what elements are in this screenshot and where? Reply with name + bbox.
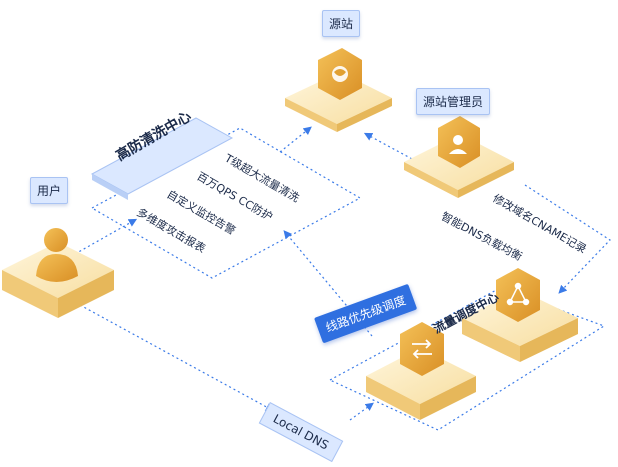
edge-localdns-to-dispatch [349,402,374,421]
edge-user-to-scrubbing [74,218,138,255]
scrubbing-panel [90,117,234,200]
scrubbing-region [90,127,362,279]
user-avatar-icon [36,228,78,282]
edge-admin-to-dnslb [524,184,611,294]
swap-arrows-icon [412,339,432,359]
admin-label: 源站管理员 [416,88,491,115]
dns-lb-platform [462,268,578,362]
edge-user-to-localdns [79,304,275,412]
user-platform [2,228,114,318]
admin-user-icon [453,135,463,145]
user-label: 用户 [30,177,69,204]
share-node-icon [506,282,530,306]
edge-scrubbing-to-origin [279,126,312,153]
admin-platform [404,116,514,198]
origin-platform [285,48,392,132]
dispatch-platform [366,322,476,420]
origin-label: 源站 [322,10,361,37]
